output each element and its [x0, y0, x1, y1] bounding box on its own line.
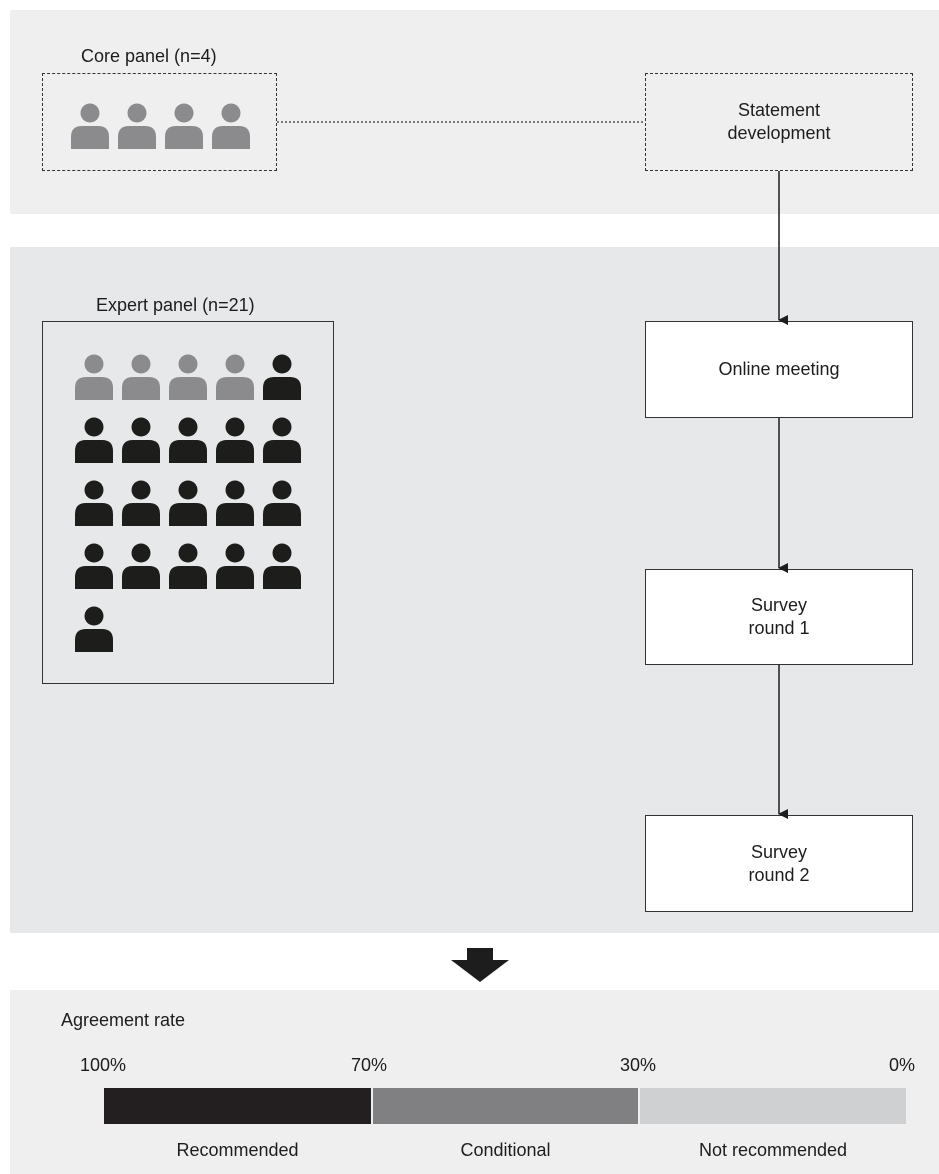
expert-member-person-icon — [263, 543, 301, 589]
expert-member-person-icon — [263, 354, 301, 400]
agreement-rate-title: Agreement rate — [61, 1010, 186, 1030]
core-member-person-icon — [75, 354, 113, 400]
tick-100: 100% — [80, 1055, 127, 1075]
core-member-person-icon — [165, 103, 203, 149]
core-member-person-icon — [216, 354, 254, 400]
expert-panel-title: Expert panel (n=21) — [96, 295, 255, 315]
statement-development-step: Statement development — [645, 73, 913, 171]
conditional-segment — [373, 1088, 638, 1124]
core-member-person-icon — [122, 354, 160, 400]
survey-round-1-step: Survey round 1 — [645, 569, 913, 665]
expert-member-person-icon — [263, 417, 301, 463]
core-panel-title: Core panel (n=4) — [81, 46, 217, 66]
conditional-label: Conditional — [460, 1140, 551, 1160]
expert-member-person-icon — [75, 606, 113, 652]
tick-30: 30% — [620, 1055, 657, 1075]
agreement-rate-section — [10, 990, 939, 1174]
core-member-person-icon — [169, 354, 207, 400]
expert-member-person-icon — [169, 417, 207, 463]
expert-member-person-icon — [169, 480, 207, 526]
expert-member-person-icon — [122, 543, 160, 589]
core-panel-section — [10, 10, 939, 214]
down-arrow-icon — [451, 948, 509, 982]
survey-round-2-step: Survey round 2 — [645, 815, 913, 912]
expert-panel-box — [42, 321, 334, 684]
core-panel-box — [42, 73, 277, 171]
not-recommended-segment — [640, 1088, 906, 1124]
online-meeting-step: Online meeting — [645, 321, 913, 418]
tick-70: 70% — [351, 1055, 388, 1075]
expert-member-person-icon — [216, 480, 254, 526]
tick-0: 0% — [889, 1055, 916, 1075]
core-member-person-icon — [118, 103, 156, 149]
expert-member-person-icon — [75, 543, 113, 589]
expert-member-person-icon — [122, 480, 160, 526]
core-member-person-icon — [71, 103, 109, 149]
recommended-label: Recommended — [176, 1140, 299, 1160]
expert-member-person-icon — [169, 543, 207, 589]
core-member-person-icon — [212, 103, 250, 149]
expert-member-person-icon — [122, 417, 160, 463]
not-recommended-label: Not recommended — [698, 1140, 848, 1160]
expert-member-person-icon — [216, 543, 254, 589]
expert-member-person-icon — [263, 480, 301, 526]
expert-member-person-icon — [75, 417, 113, 463]
expert-member-person-icon — [216, 417, 254, 463]
expert-member-person-icon — [75, 480, 113, 526]
recommended-segment — [104, 1088, 371, 1124]
